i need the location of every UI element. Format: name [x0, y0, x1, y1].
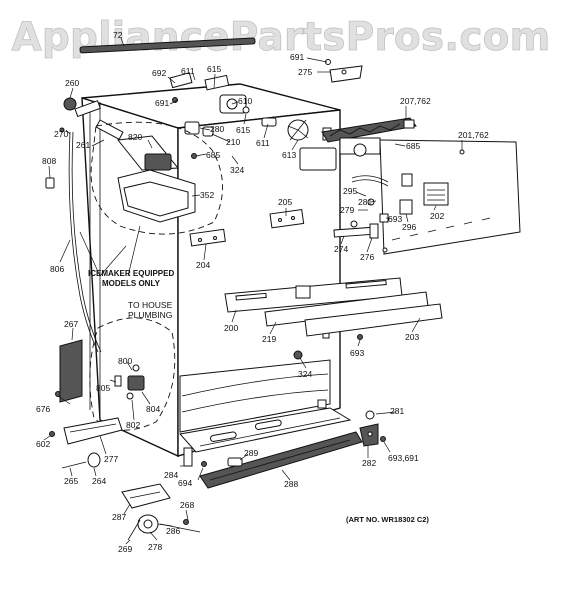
part-label: 204 — [196, 260, 210, 270]
shelf-bracket-left — [189, 228, 226, 247]
part-label: 611 — [256, 138, 270, 148]
part-label: 693,691 — [388, 453, 419, 463]
bottom-hinge — [359, 423, 379, 447]
top-trim-strip — [79, 37, 256, 54]
part-label: 611 — [181, 66, 195, 76]
part-label: 265 — [64, 476, 78, 486]
grille-clip — [227, 457, 243, 467]
part-label: 281 — [390, 406, 404, 416]
part-label: 279 — [340, 205, 354, 215]
part-label: 691 — [155, 98, 169, 108]
plumbing-note-line2: PLUMBING — [128, 310, 172, 320]
part-label: 694 — [178, 478, 192, 488]
part-label: 802 — [126, 420, 140, 430]
part-label: 804 — [146, 404, 160, 414]
roller-bracket — [121, 483, 171, 509]
part-label: 260 — [65, 78, 79, 88]
part-label: 205 — [278, 197, 292, 207]
icemaker-note-line1: ICEMAKER EQUIPPED — [88, 269, 174, 278]
part-label: 201,762 — [458, 130, 489, 140]
water-fill-tube — [45, 131, 102, 353]
watermark: AppliancePartsPros.com — [12, 15, 551, 60]
leveling-leg — [61, 452, 101, 469]
access-panel — [59, 339, 83, 403]
part-label: 219 — [262, 334, 276, 344]
part-label: 267 — [64, 319, 78, 329]
part-label: 289 — [244, 448, 258, 458]
part-label: 203 — [405, 332, 419, 342]
defrost-thermostat — [351, 175, 413, 223]
refrigerator-cabinet — [81, 83, 352, 467]
part-label: 324 — [230, 165, 244, 175]
icemaker-assembly — [95, 119, 180, 171]
part-label: 264 — [92, 476, 106, 486]
part-label: 282 — [362, 458, 376, 468]
part-label: 800 — [118, 356, 132, 366]
part-label: 602 — [36, 439, 50, 449]
evaporator-fan-motor — [261, 117, 337, 171]
part-label: 269 — [118, 544, 132, 554]
part-label: 274 — [334, 244, 348, 254]
mullion-trim — [304, 303, 443, 337]
part-label: 276 — [360, 252, 374, 262]
part-label: 268 — [180, 500, 194, 510]
defrost-heater — [321, 117, 417, 157]
part-label: 207,762 — [400, 96, 431, 106]
shelf-bracket-right — [269, 208, 305, 229]
evaporator-cover — [379, 139, 521, 255]
part-label: 685 — [406, 141, 420, 151]
part-label: 693 — [350, 348, 364, 358]
part-label: 280 — [210, 124, 224, 134]
part-label: 805 — [96, 383, 110, 393]
part-label: 296 — [402, 222, 416, 232]
part-label: 275 — [298, 67, 312, 77]
part-label: 691 — [290, 52, 304, 62]
part-label: 615 — [207, 64, 221, 74]
part-label: 284 — [164, 470, 178, 480]
icemaker-note-line2: MODELS ONLY — [102, 279, 161, 288]
part-label: 278 — [148, 542, 162, 552]
top-hinge-assembly — [325, 59, 363, 83]
part-label: 281 — [358, 197, 372, 207]
part-label: 808 — [42, 156, 56, 166]
part-label: 692 — [152, 68, 166, 78]
part-label: 286 — [166, 526, 180, 536]
part-label: 261 — [76, 140, 90, 150]
part-label: 352 — [200, 190, 214, 200]
part-label: 287 — [112, 512, 126, 522]
part-label: 820 — [128, 132, 142, 142]
roller-wheel — [127, 514, 159, 541]
icemaker-outline — [89, 121, 223, 431]
damper-control — [59, 97, 101, 133]
part-label: 210 — [226, 137, 240, 147]
part-label: 200 — [224, 323, 238, 333]
part-labels: 72 691 275 260 692 611 615 691 610 207,7… — [36, 30, 489, 554]
part-label: 288 — [284, 479, 298, 489]
plumbing-note-line1: TO HOUSE — [128, 300, 173, 310]
base-grille — [199, 431, 363, 489]
screws — [49, 97, 386, 525]
part-label: 324 — [298, 369, 312, 379]
art-number: (ART NO. WR18302 C2) — [346, 515, 429, 524]
part-label: 685 — [206, 150, 220, 160]
compressor-base-rail — [63, 417, 123, 445]
part-label: 693 — [388, 214, 402, 224]
part-label: 613 — [282, 150, 296, 160]
evaporator-bracket — [333, 220, 379, 239]
part-label: 277 — [104, 454, 118, 464]
part-label: 806 — [50, 264, 64, 274]
part-label: 295 — [343, 186, 357, 196]
part-label: 610 — [238, 96, 252, 106]
ice-bucket — [117, 169, 196, 223]
part-label: 676 — [36, 404, 50, 414]
part-label: 615 — [236, 125, 250, 135]
leader-lines — [43, 37, 463, 545]
part-label: 270 — [54, 129, 68, 139]
part-label: 72 — [113, 30, 123, 40]
water-valve — [114, 364, 145, 400]
part-label: 202 — [430, 211, 444, 221]
